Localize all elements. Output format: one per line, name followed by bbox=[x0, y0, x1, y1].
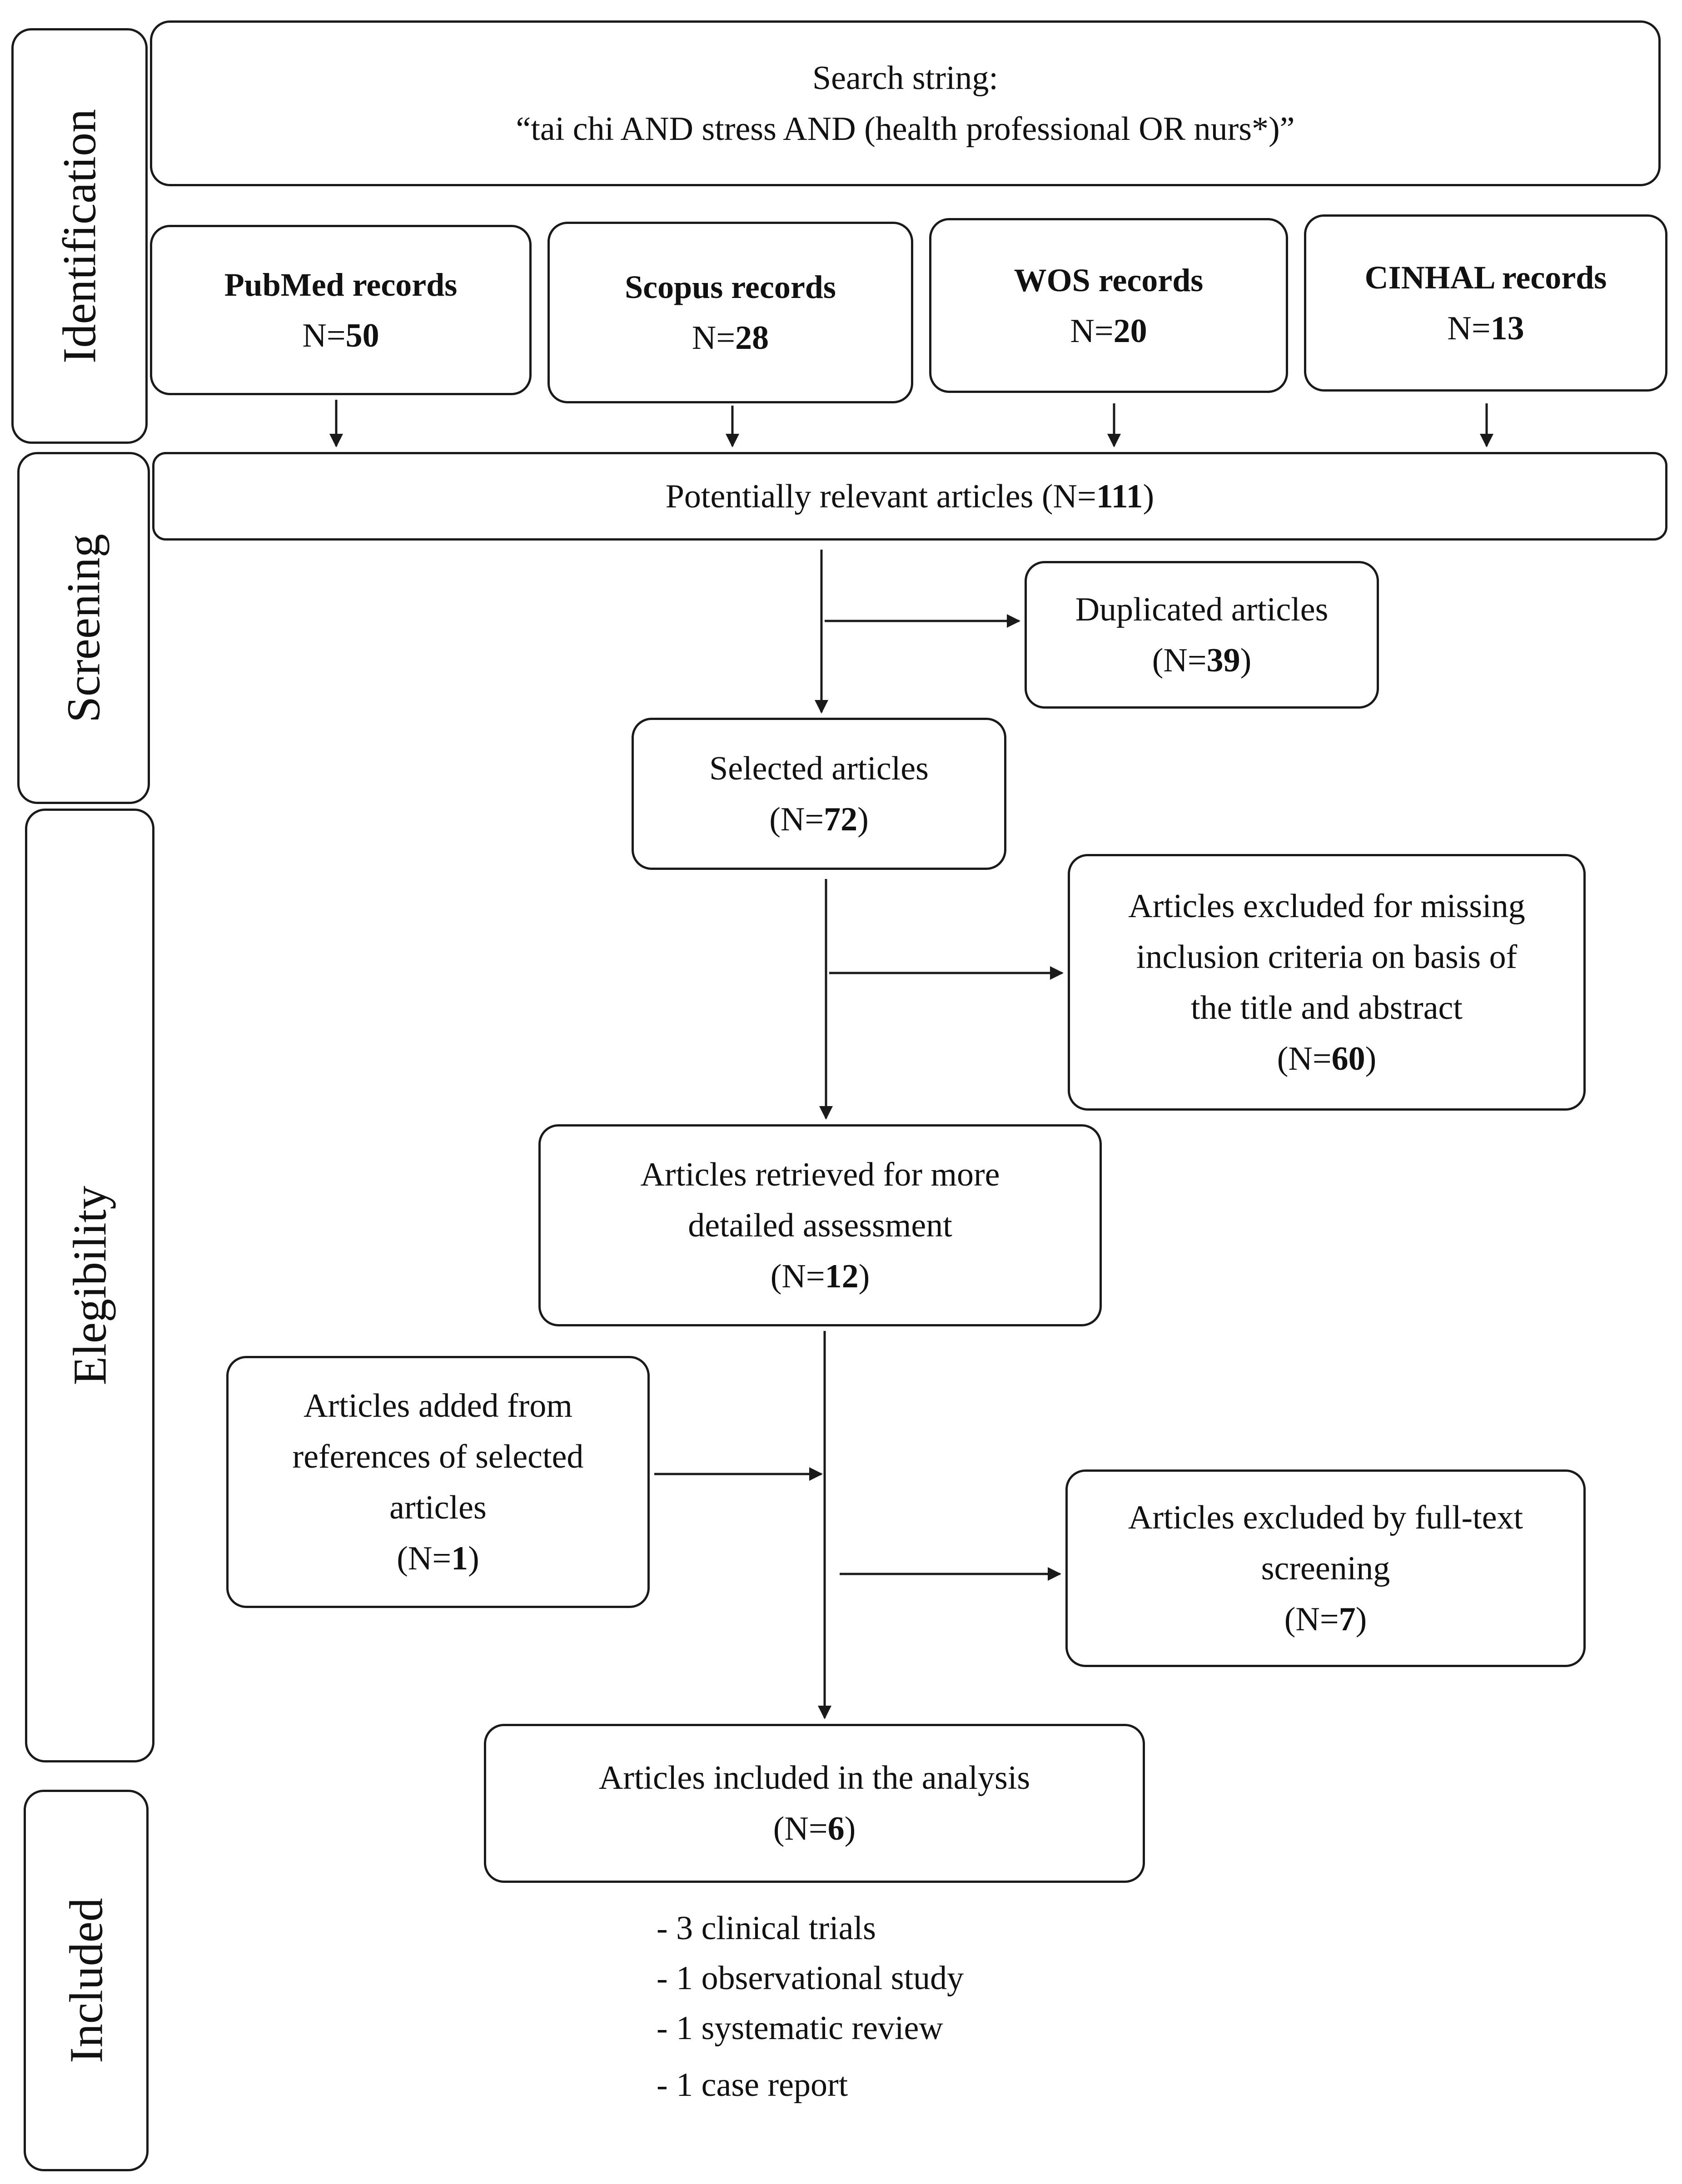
database-count-line: N=28 bbox=[692, 319, 769, 357]
database-count-line: N=13 bbox=[1447, 310, 1524, 347]
database-name: CINHAL records bbox=[1364, 259, 1607, 296]
search-label: Search string: bbox=[812, 59, 998, 97]
stage-screening: Screening bbox=[17, 452, 150, 804]
stage-included: Included bbox=[24, 1790, 149, 2171]
included-label: Articles included in the analysis bbox=[598, 1759, 1030, 1797]
excluded-fulltext-box: Articles excluded by full-text screening… bbox=[1065, 1469, 1586, 1667]
added-references-box: Articles added from references of select… bbox=[226, 1356, 650, 1608]
retrieved-count-line: (N=12) bbox=[770, 1257, 870, 1295]
database-box-cinhal: CINHAL records N=13 bbox=[1304, 214, 1667, 392]
database-box-scopus: Scopus records N=28 bbox=[547, 222, 913, 403]
excluded-title-line-1: Articles excluded for missing bbox=[1128, 887, 1525, 925]
added-line-2: references of selected bbox=[292, 1438, 584, 1475]
database-count: 28 bbox=[735, 319, 769, 357]
database-box-wos: WOS records N=20 bbox=[929, 218, 1288, 393]
excluded-title-line-2: inclusion criteria on basis of bbox=[1136, 938, 1518, 976]
potentially-relevant-box: Potentially relevant articles (N=111) bbox=[152, 452, 1667, 541]
excluded-fulltext-count-line: (N=7) bbox=[1284, 1600, 1367, 1638]
potentially-relevant-text: Potentially relevant articles (N=111) bbox=[665, 477, 1155, 515]
excluded-title-count-line: (N=60) bbox=[1277, 1040, 1377, 1077]
selected-count: 72 bbox=[824, 800, 858, 838]
duplicated-count-line: (N=39) bbox=[1152, 641, 1252, 679]
retrieved-line-1: Articles retrieved for more bbox=[640, 1156, 1000, 1193]
added-line-3: articles bbox=[389, 1489, 487, 1526]
search-string-box: Search string: “tai chi AND stress AND (… bbox=[150, 20, 1661, 186]
excluded-title-abstract-box: Articles excluded for missing inclusion … bbox=[1068, 854, 1586, 1111]
potentially-relevant-count: 111 bbox=[1096, 477, 1143, 515]
selected-box: Selected articles (N=72) bbox=[632, 718, 1006, 870]
study-type-item: - 1 observational study bbox=[657, 1960, 964, 1997]
database-count-line: N=20 bbox=[1070, 312, 1147, 350]
selected-count-line: (N=72) bbox=[769, 800, 869, 838]
stage-eligibility: Elegibility bbox=[25, 809, 154, 1762]
database-count-line: N=50 bbox=[302, 317, 379, 354]
database-box-pubmed: PubMed records N=50 bbox=[150, 225, 532, 395]
database-name: Scopus records bbox=[625, 269, 836, 305]
excluded-fulltext-line-1: Articles excluded by full-text bbox=[1128, 1499, 1523, 1536]
added-count-line: (N=1) bbox=[397, 1539, 479, 1577]
included-count-line: (N=6) bbox=[773, 1810, 856, 1847]
retrieved-box: Articles retrieved for more detailed ass… bbox=[538, 1124, 1102, 1326]
excluded-title-line-3: the title and abstract bbox=[1191, 989, 1463, 1027]
database-count: 50 bbox=[345, 317, 379, 354]
study-type-item: - 1 systematic review bbox=[657, 2010, 943, 2047]
duplicated-count: 39 bbox=[1206, 641, 1240, 679]
included-count: 6 bbox=[827, 1810, 845, 1847]
included-box: Articles included in the analysis (N=6) bbox=[484, 1724, 1145, 1883]
duplicated-label: Duplicated articles bbox=[1075, 591, 1329, 628]
database-name: WOS records bbox=[1014, 262, 1204, 298]
study-type-item: - 1 case report bbox=[657, 2066, 848, 2104]
excluded-fulltext-line-2: screening bbox=[1261, 1549, 1390, 1587]
study-type-item: - 3 clinical trials bbox=[657, 1910, 876, 1947]
added-count: 1 bbox=[451, 1539, 468, 1577]
excluded-title-count: 60 bbox=[1331, 1040, 1365, 1077]
added-line-1: Articles added from bbox=[304, 1387, 572, 1425]
retrieved-line-2: detailed assessment bbox=[688, 1206, 952, 1244]
excluded-fulltext-count: 7 bbox=[1339, 1600, 1356, 1638]
duplicated-box: Duplicated articles (N=39) bbox=[1025, 561, 1379, 709]
database-name: PubMed records bbox=[224, 266, 458, 303]
retrieved-count: 12 bbox=[825, 1257, 859, 1295]
search-query: “tai chi AND stress AND (health professi… bbox=[516, 110, 1295, 148]
database-count: 20 bbox=[1113, 312, 1147, 350]
selected-label: Selected articles bbox=[709, 750, 929, 787]
stage-identification: Identification bbox=[11, 28, 148, 444]
database-count: 13 bbox=[1490, 310, 1524, 347]
